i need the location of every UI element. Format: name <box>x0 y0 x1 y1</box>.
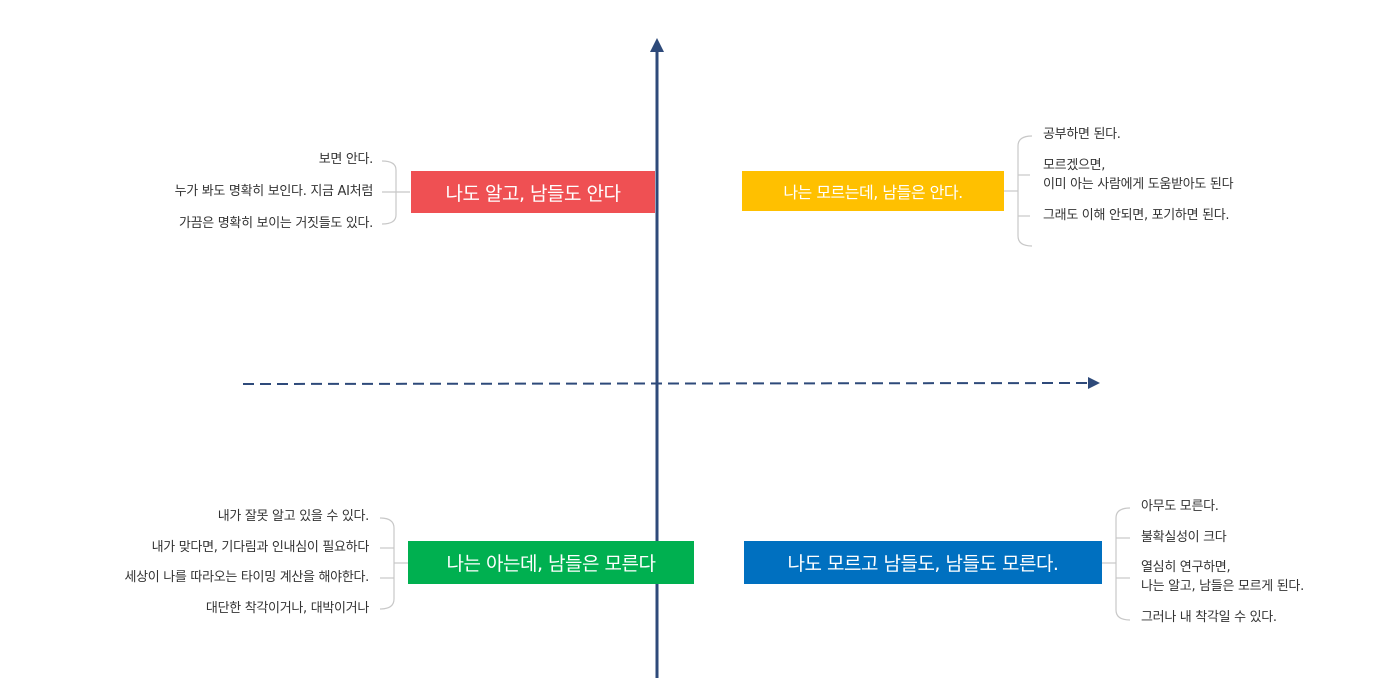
bottom-left-note: 내가 잘못 알고 있을 수 있다. <box>217 509 370 524</box>
top-right-quadrant-label: 나는 모르는데, 남들은 안다. <box>742 171 1004 211</box>
top-right-note: 공부하면 된다. <box>1043 127 1121 142</box>
top-right-note: 모르겠으면, <box>1043 158 1106 173</box>
horizontal-axis-arrowhead <box>1088 377 1100 389</box>
bottom-right-bracket <box>1102 507 1131 621</box>
bottom-left-note: 세상이 나를 따라오는 타이밍 계산을 해야한다. <box>124 570 369 585</box>
bottom-right-note: 아무도 모른다. <box>1141 499 1219 514</box>
bottom-right-note: 열심히 연구하면, <box>1141 560 1231 575</box>
bottom-right-note: 불확실성이 크다 <box>1141 530 1227 545</box>
horizontal-axis <box>242 382 1091 385</box>
bottom-right-note: 그러나 내 착각일 수 있다. <box>1141 610 1277 625</box>
top-left-bracket <box>381 160 410 225</box>
bottom-left-note: 내가 맞다면, 기다림과 인내심이 필요하다 <box>151 540 370 555</box>
top-left-quadrant-label: 나도 알고, 남들도 안다 <box>411 171 655 213</box>
top-right-note: 그래도 이해 안되면, 포기하면 된다. <box>1043 208 1230 223</box>
top-right-note: 이미 아는 사람에게 도움받아도 된다 <box>1043 177 1234 192</box>
top-left-note: 누가 봐도 명확히 보인다. 지금 AI처럼 <box>174 184 374 199</box>
bottom-right-quadrant-label: 나도 모르고 남들도, 남들도 모른다. <box>744 541 1102 584</box>
top-right-bracket <box>1004 135 1033 247</box>
bottom-right-note: 나는 알고, 남들은 모르게 된다. <box>1141 579 1304 594</box>
top-left-note: 보면 안다. <box>318 152 374 167</box>
bottom-left-note: 대단한 착각이거나, 대박이거나 <box>205 601 369 616</box>
bottom-left-quadrant-label: 나는 아는데, 남들은 모른다 <box>408 541 694 584</box>
vertical-axis-arrowhead <box>650 38 664 52</box>
bottom-left-bracket <box>379 517 408 610</box>
top-left-note: 가끔은 명확히 보이는 거짓들도 있다. <box>178 216 373 231</box>
